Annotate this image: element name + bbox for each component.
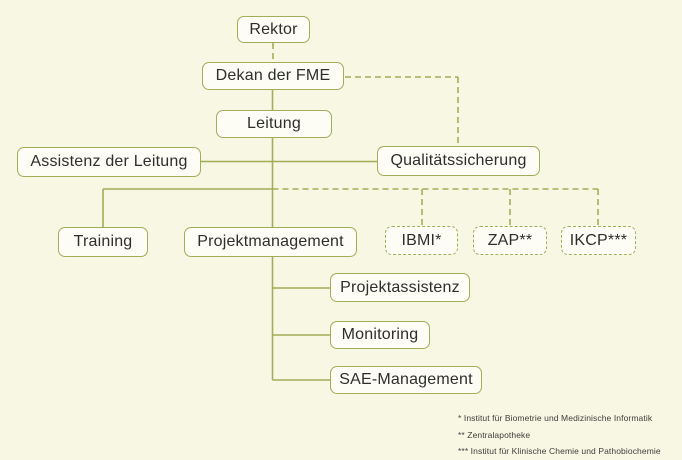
node-projektassistenz: Projektassistenz bbox=[330, 273, 470, 302]
footnotes: * Institut für Biometrie und Medizinisch… bbox=[458, 410, 661, 460]
dashed-connectors bbox=[272, 43, 599, 227]
node-sae-management: SAE-Management bbox=[330, 366, 482, 394]
footnote-zap: ** Zentralapotheke bbox=[458, 429, 531, 440]
node-training: Training bbox=[58, 227, 148, 257]
footnote-ikcp: *** Institut für Klinische Chemie und Pa… bbox=[458, 446, 661, 456]
node-qualitaetssicherung: Qualitätssicherung bbox=[377, 146, 540, 176]
node-ikcp: IKCP*** bbox=[561, 226, 636, 255]
node-leitung: Leitung bbox=[216, 110, 332, 138]
node-zap: ZAP** bbox=[473, 226, 547, 255]
solid-connectors bbox=[102, 90, 378, 381]
node-rektor: Rektor bbox=[237, 16, 310, 43]
node-dekan-der-fme: Dekan der FME bbox=[202, 62, 344, 90]
node-projektmanagement: Projektmanagement bbox=[184, 227, 357, 257]
node-monitoring: Monitoring bbox=[330, 321, 430, 349]
node-assistenz-der-leitung: Assistenz der Leitung bbox=[17, 147, 201, 177]
footnote-ibmi: * Institut für Biometrie und Medizinisch… bbox=[458, 413, 653, 423]
node-ibmi: IBMI* bbox=[385, 226, 458, 255]
